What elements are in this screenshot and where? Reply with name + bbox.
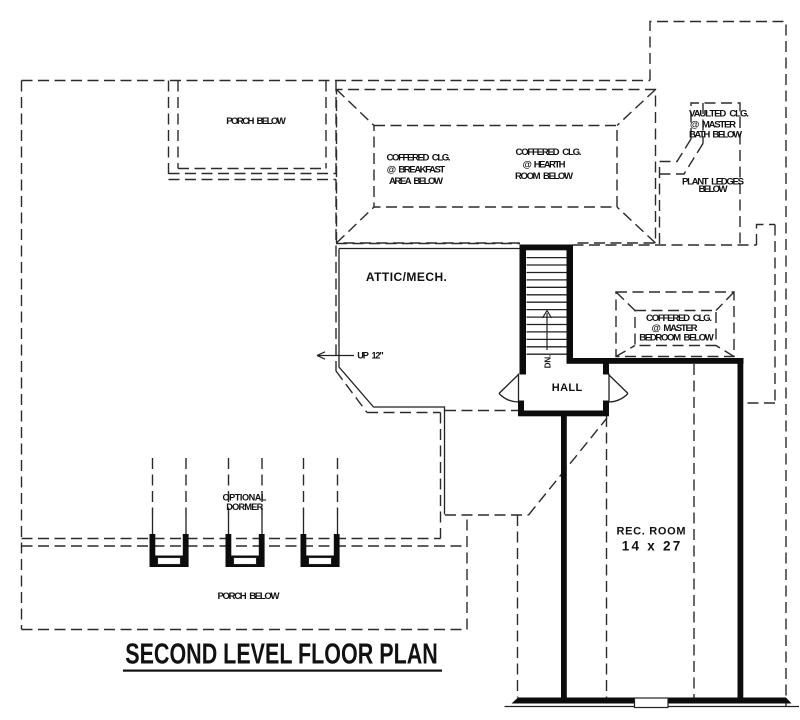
- svg-text:BEDROOM BELOW: BEDROOM BELOW: [639, 333, 714, 344]
- svg-text:DORMER: DORMER: [226, 502, 263, 512]
- svg-text:PORCH BELOW: PORCH BELOW: [226, 116, 286, 127]
- svg-text:@ HEARTH: @ HEARTH: [523, 160, 566, 171]
- svg-text:14 x 27: 14 x 27: [622, 539, 681, 554]
- svg-text:ROOM BELOW: ROOM BELOW: [515, 171, 574, 182]
- svg-text:BATH BELOW: BATH BELOW: [689, 130, 743, 141]
- svg-text:COFFERED CLG.: COFFERED CLG.: [516, 147, 582, 158]
- svg-text:@ MASTER: @ MASTER: [690, 120, 736, 131]
- svg-text:UP 12": UP 12": [357, 351, 384, 361]
- svg-text:ATTIC/MECH.: ATTIC/MECH.: [366, 270, 447, 284]
- svg-text:COFFERED CLG.: COFFERED CLG.: [646, 313, 712, 324]
- svg-text:@ MASTER: @ MASTER: [652, 323, 698, 334]
- svg-text:@ BREAKFAST: @ BREAKFAST: [387, 165, 446, 176]
- svg-text:COFFERED CLG.: COFFERED CLG.: [387, 153, 451, 164]
- svg-text:DN.: DN.: [544, 355, 553, 369]
- svg-text:VAULTED CLG.: VAULTED CLG.: [689, 109, 749, 120]
- svg-text:BELOW: BELOW: [699, 184, 729, 195]
- svg-text:REC. ROOM: REC. ROOM: [617, 526, 686, 538]
- svg-text:HALL: HALL: [552, 382, 583, 394]
- svg-text:PLANT LEDGES: PLANT LEDGES: [682, 177, 745, 188]
- svg-text:SECOND LEVEL FLOOR PLAN: SECOND LEVEL FLOOR PLAN: [125, 639, 438, 671]
- svg-text:OPTIONAL: OPTIONAL: [223, 493, 267, 503]
- svg-text:AREA BELOW: AREA BELOW: [389, 176, 444, 187]
- svg-text:PORCH BELOW: PORCH BELOW: [218, 591, 281, 602]
